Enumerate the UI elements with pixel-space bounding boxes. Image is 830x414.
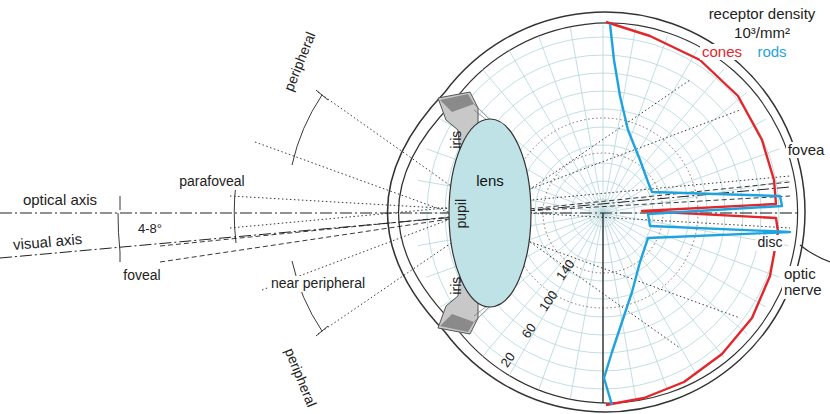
ciliary-body — [440, 314, 474, 332]
axis-label: optical axis — [21, 192, 99, 209]
cone-density-curve — [606, 22, 778, 405]
region-label: near peripheral — [269, 276, 367, 291]
rod-density-curve — [604, 24, 790, 405]
axis-label: visual axis — [11, 231, 85, 254]
zero-axis — [602, 213, 603, 403]
legend-entry: cones — [700, 44, 744, 61]
sclera — [388, 12, 806, 412]
part-label: fovea — [786, 142, 827, 159]
lens-label: lens — [476, 172, 504, 189]
part-label: optic nerve — [782, 266, 830, 299]
angle-label: 4-8° — [136, 222, 164, 236]
angle-arcs — [118, 90, 328, 336]
visual-axis-line — [0, 187, 790, 258]
region-label: parafoveal — [177, 174, 246, 189]
part-label: disc — [756, 235, 785, 250]
legend-entry: rods — [755, 44, 788, 61]
part-label: iris — [449, 131, 464, 149]
unit-label: 10³/mm² — [732, 25, 792, 42]
ciliary-body — [440, 94, 474, 112]
axis-title: receptor density — [707, 6, 818, 23]
part-label: iris — [449, 277, 464, 295]
region-label: foveal — [121, 268, 162, 283]
part-label: pupil — [454, 199, 469, 229]
region-label: peripheral — [280, 28, 319, 95]
region-label: peripheral — [280, 344, 319, 411]
